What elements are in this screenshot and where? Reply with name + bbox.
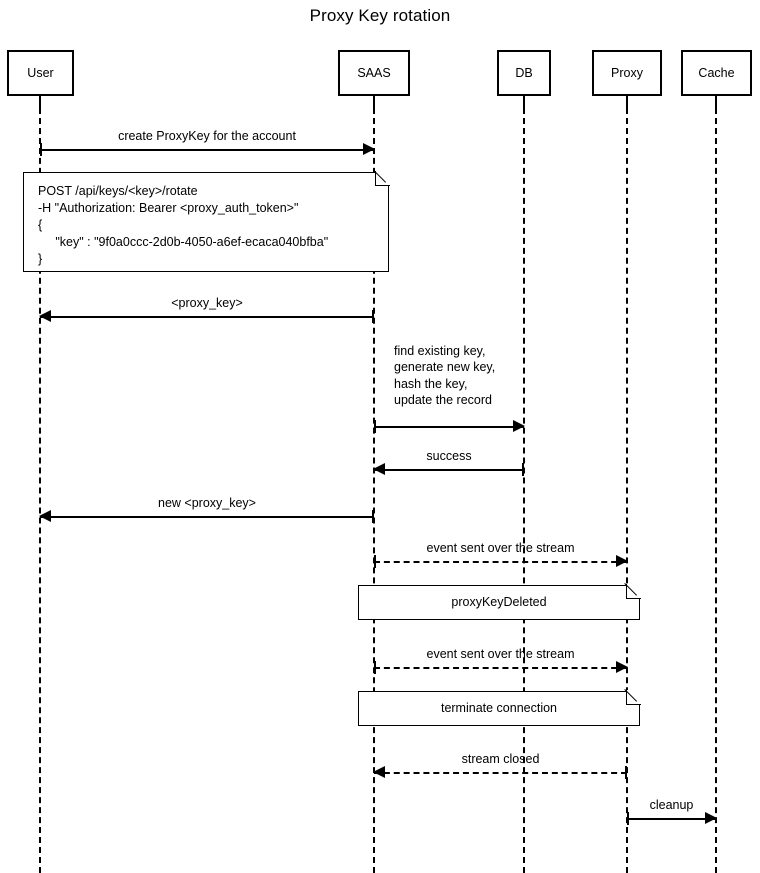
note-text: terminate connection — [440, 701, 558, 715]
arrowhead-left-icon — [373, 463, 385, 475]
note-request-payload: POST /api/keys/<key>/rotate -H "Authoriz… — [23, 171, 390, 272]
participant-saas[interactable]: SAAS — [338, 50, 410, 96]
message-line — [40, 149, 374, 151]
message-label: stream closed — [461, 752, 540, 766]
note-fold-corner-icon — [374, 171, 390, 187]
participant-proxy[interactable]: Proxy — [592, 50, 662, 96]
message-line — [627, 818, 716, 820]
note-text: proxyKeyDeleted — [451, 595, 547, 609]
message-tail-tick — [40, 143, 42, 156]
arrowhead-left-icon — [373, 766, 385, 778]
message-label: event sent over the stream — [426, 647, 575, 661]
participant-label-saas: SAAS — [357, 66, 391, 80]
note-terminate-connection: terminate connection — [358, 690, 641, 726]
message-tail-tick — [374, 661, 376, 674]
lifeline-stub-proxy — [626, 96, 628, 110]
message-line — [374, 667, 627, 669]
lifeline-user — [39, 108, 41, 873]
participant-label-db: DB — [515, 66, 533, 80]
message-label: <proxy_key> — [171, 296, 243, 310]
saas-processing-steps: find existing key, generate new key, has… — [394, 344, 496, 408]
lifeline-proxy — [626, 108, 628, 873]
participant-label-proxy: Proxy — [611, 66, 643, 80]
message-label: create ProxyKey for the account — [118, 129, 296, 143]
arrowhead-left-icon — [39, 510, 51, 522]
lifeline-saas — [373, 108, 375, 873]
message-line — [374, 469, 524, 471]
message-tail-tick — [374, 555, 376, 568]
arrowhead-right-icon — [513, 420, 525, 432]
lifeline-stub-cache — [715, 96, 717, 110]
note-fold-corner-icon — [625, 584, 641, 600]
message-tail-tick — [625, 766, 627, 779]
participant-db[interactable]: DB — [497, 50, 551, 96]
participant-user[interactable]: User — [7, 50, 74, 96]
message-label: event sent over the stream — [426, 541, 575, 555]
message-line — [374, 772, 627, 774]
message-tail-tick — [374, 420, 376, 433]
message-line — [40, 516, 374, 518]
note-proxy-key-deleted: proxyKeyDeleted — [358, 584, 641, 620]
message-label: new <proxy_key> — [158, 496, 256, 510]
lifeline-db — [523, 108, 525, 873]
message-tail-tick — [372, 310, 374, 323]
arrowhead-right-icon — [616, 555, 628, 567]
page-title: Proxy Key rotation — [309, 6, 451, 25]
message-label: cleanup — [649, 798, 694, 812]
participant-label-cache: Cache — [698, 66, 735, 80]
message-label: success — [426, 449, 472, 463]
message-line — [374, 426, 524, 428]
message-tail-tick — [627, 812, 629, 825]
lifeline-stub-user — [39, 96, 41, 110]
participant-label-user: User — [27, 66, 54, 80]
message-tail-tick — [522, 463, 524, 476]
message-line — [40, 316, 374, 318]
arrowhead-right-icon — [616, 661, 628, 673]
lifeline-stub-saas — [373, 96, 375, 110]
message-line — [374, 561, 627, 563]
note-text: POST /api/keys/<key>/rotate -H "Authoriz… — [38, 184, 329, 266]
arrowhead-left-icon — [39, 310, 51, 322]
message-tail-tick — [372, 510, 374, 523]
lifeline-stub-db — [523, 96, 525, 110]
lifeline-cache — [715, 108, 717, 873]
arrowhead-right-icon — [705, 812, 717, 824]
arrowhead-right-icon — [363, 143, 375, 155]
note-fold-corner-icon — [625, 690, 641, 706]
participant-cache[interactable]: Cache — [681, 50, 752, 96]
